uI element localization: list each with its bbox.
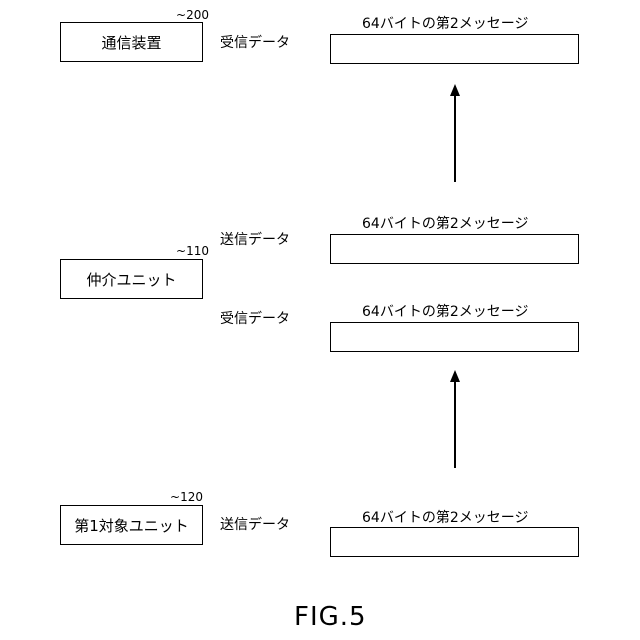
arrow-target-to-mediator bbox=[450, 370, 460, 468]
arrow-mediator-to-comm bbox=[450, 84, 460, 182]
figure-label: FIG.5 bbox=[294, 602, 367, 632]
